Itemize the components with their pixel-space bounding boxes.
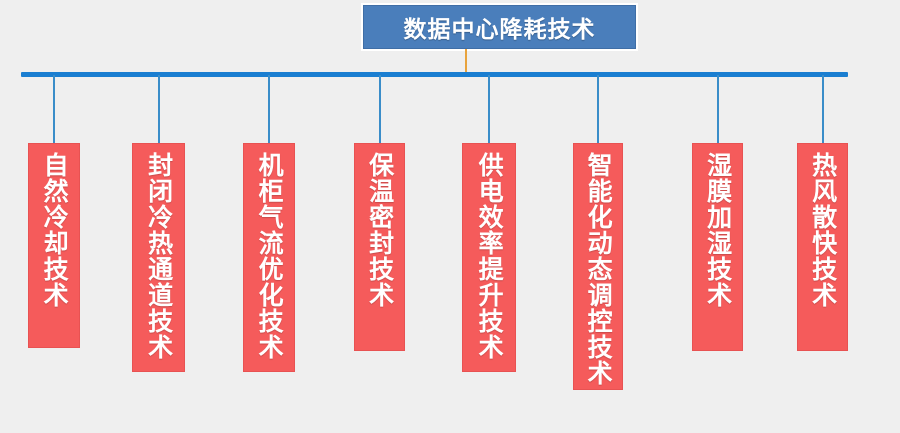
leaf-node[interactable]: 智能化动态调控技术 (573, 143, 623, 390)
leaf-node-label: 机柜气流优化技术 (255, 152, 284, 360)
leaf-node-label: 热风散快技术 (808, 152, 837, 308)
leaf-node[interactable]: 保温密封技术 (354, 143, 405, 351)
leaf-drop-connector (268, 75, 270, 143)
leaf-drop-connector (53, 75, 55, 143)
leaf-node-label: 封闭冷热通道技术 (144, 152, 173, 360)
root-stem-connector (465, 49, 467, 75)
leaf-node[interactable]: 湿膜加湿技术 (692, 143, 743, 351)
leaf-node-label: 自然冷却技术 (40, 152, 69, 308)
leaf-node[interactable]: 热风散快技术 (797, 143, 848, 351)
leaf-node-label: 湿膜加湿技术 (703, 152, 732, 308)
leaf-drop-connector (821, 75, 824, 143)
leaf-drop-connector (716, 75, 719, 143)
root-node[interactable]: 数据中心降耗技术 (363, 5, 636, 49)
leaf-node-label: 智能化动态调控技术 (584, 152, 613, 386)
leaf-node[interactable]: 自然冷却技术 (28, 143, 80, 348)
leaf-node-label: 保温密封技术 (365, 152, 394, 308)
leaf-node[interactable]: 封闭冷热通道技术 (132, 143, 185, 372)
leaf-drop-connector (597, 75, 599, 143)
leaf-node-label: 供电效率提升技术 (475, 152, 504, 360)
leaf-drop-connector (378, 75, 381, 143)
leaf-node[interactable]: 供电效率提升技术 (462, 143, 516, 372)
leaf-node[interactable]: 机柜气流优化技术 (243, 143, 295, 372)
leaf-drop-connector (157, 75, 160, 143)
root-node-label: 数据中心降耗技术 (403, 16, 596, 42)
trunk-connector-bar (21, 72, 848, 77)
leaf-drop-connector (488, 75, 490, 143)
